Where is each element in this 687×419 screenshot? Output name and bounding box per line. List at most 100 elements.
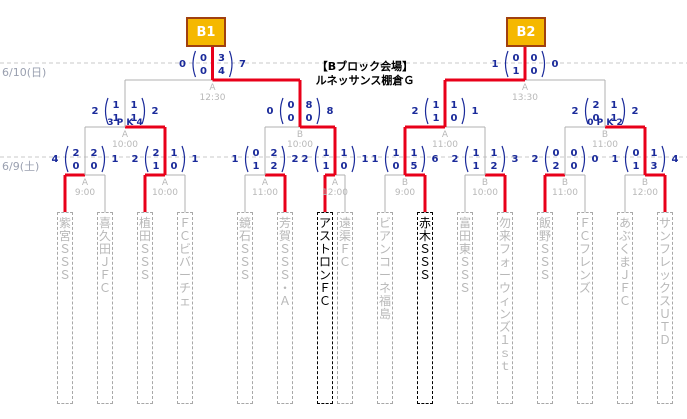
r1-time-6: 11:00: [552, 188, 578, 198]
r1-court-6: B: [562, 178, 568, 188]
r2-court-2: A: [442, 130, 449, 140]
r3-total-left-0: 0: [179, 59, 186, 70]
r1-half2-left-2: 1: [253, 161, 260, 172]
r2-half1-left-2: 1: [433, 100, 440, 111]
r2-paren-left-0: [104, 97, 109, 125]
r2-half1-left-1: 0: [288, 100, 295, 111]
r1-total-right-0: 1: [112, 154, 119, 165]
r1-total-left-5: 2: [452, 154, 459, 165]
r2-half2-right-2: 0: [451, 113, 458, 124]
r1-total-right-6: 0: [592, 154, 599, 165]
r1-half1-left-7: 0: [633, 148, 640, 159]
r3-total-right-0: 7: [239, 59, 246, 70]
r3-paren-right-1: [541, 50, 546, 78]
r1-paren-left-0: [64, 145, 69, 173]
r1-court-3: A: [332, 178, 339, 188]
r1-half1-left-2: 0: [253, 148, 260, 159]
r2-total-left-2: 2: [412, 106, 419, 117]
r1-half1-left-6: 0: [553, 148, 560, 159]
r2-half2-left-1: 0: [288, 113, 295, 124]
r1-time-4: 9:00: [395, 188, 415, 198]
r1-total-right-7: 4: [672, 154, 679, 165]
r1-half2-left-7: 1: [633, 161, 640, 172]
r3-half2-left-0: 0: [200, 66, 207, 77]
r1-court-4: B: [402, 178, 408, 188]
r3-total-left-1: 1: [492, 59, 499, 70]
block-b2-label: B2: [516, 24, 536, 40]
r2-paren-right-1: [316, 97, 321, 125]
r1-half2-right-5: 2: [491, 161, 498, 172]
r3-half1-right-1: 0: [531, 53, 538, 64]
r1-half1-right-3: 1: [341, 148, 348, 159]
r2-half1-left-0: 1: [113, 100, 120, 111]
r1-half2-right-3: 0: [341, 161, 348, 172]
r3-paren-left-1: [504, 50, 509, 78]
r1-paren-left-1: [144, 145, 149, 173]
venue-info: 【Bブロック会場】 ルネッサンス棚倉Ｇ: [290, 60, 440, 88]
r1-paren-right-1: [181, 145, 186, 173]
r1-paren-right-0: [101, 145, 106, 173]
r1-time-0: 9:00: [75, 188, 95, 198]
r3-half2-right-1: 0: [531, 66, 538, 77]
r2-half1-right-2: 1: [451, 100, 458, 111]
r1-half2-right-6: 0: [571, 161, 578, 172]
r1-total-right-1: 1: [192, 154, 199, 165]
r1-half2-left-5: 1: [473, 161, 480, 172]
r1-time-1: 10:00: [152, 188, 178, 198]
r2-half1-right-1: 8: [306, 100, 313, 111]
r1-half2-right-7: 3: [651, 161, 658, 172]
r2-total-left-3: 2: [572, 106, 579, 117]
r2-paren-left-2: [424, 97, 429, 125]
r3-half2-left-1: 1: [513, 66, 520, 77]
r1-half2-left-1: 1: [153, 161, 160, 172]
r3-half1-left-0: 0: [200, 53, 207, 64]
r1-paren-right-4: [421, 145, 426, 173]
r2-total-right-3: 2: [632, 106, 639, 117]
r1-half1-left-5: 1: [473, 148, 480, 159]
r1-half1-left-3: 1: [323, 148, 330, 159]
r1-total-left-3: 2: [302, 154, 309, 165]
r2-total-right-1: 8: [327, 106, 334, 117]
r1-total-right-2: 2: [292, 154, 299, 165]
r1-court-1: A: [162, 178, 169, 188]
r2-court-1: B: [297, 130, 303, 140]
r3-half2-right-0: 4: [218, 66, 225, 77]
r2-total-left-1: 0: [267, 106, 274, 117]
r1-paren-right-2: [281, 145, 286, 173]
r3-paren-right-0: [228, 50, 233, 78]
r1-time-5: 10:00: [472, 188, 498, 198]
r3-time-1: 13:30: [512, 93, 538, 103]
r2-half2-left-0: 1: [113, 113, 120, 124]
r2-total-left-0: 2: [92, 106, 99, 117]
r1-time-3: 12:00: [322, 188, 348, 198]
venue-title: 【Bブロック会場】: [316, 60, 414, 73]
r2-time-3: 11:00: [592, 140, 618, 150]
r1-paren-left-5: [464, 145, 469, 173]
r1-paren-right-7: [661, 145, 666, 173]
r3-paren-left-0: [192, 50, 197, 78]
r2-half2-right-0: 1: [131, 113, 138, 124]
